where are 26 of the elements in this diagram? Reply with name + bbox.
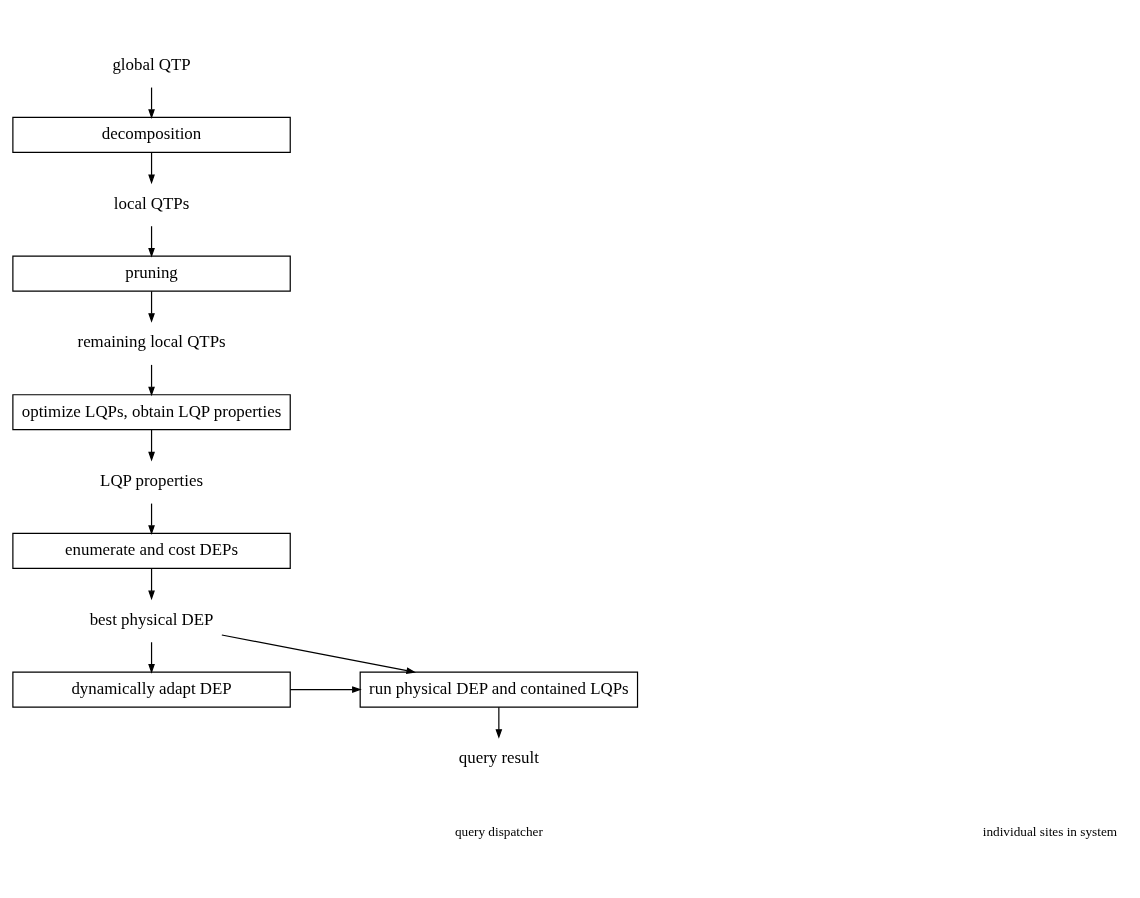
- node-text: remaining local QTPs: [77, 332, 226, 352]
- arrow: [148, 641, 155, 674]
- node-box: dynamically adapt DEP: [12, 671, 291, 708]
- arrow: [148, 502, 155, 535]
- node-text: global QTP: [112, 54, 191, 74]
- node-box: optimize LQPs, obtain LQP properties: [12, 394, 291, 431]
- arrow: [148, 86, 155, 119]
- arrow: [221, 634, 417, 674]
- node-box: pruning: [12, 255, 291, 292]
- arrow: [148, 290, 155, 323]
- arrow: [148, 152, 155, 185]
- node-text: LQP properties: [100, 471, 204, 491]
- arrow: [289, 686, 362, 693]
- node-text: best physical DEP: [89, 609, 214, 629]
- label: individual sites in system: [982, 823, 1118, 839]
- node-box: run physical DEP and contained LQPs: [359, 671, 639, 708]
- arrow: [148, 364, 155, 397]
- node-text: local QTPs: [113, 193, 190, 213]
- arrow: [148, 429, 155, 462]
- node-text: query result: [458, 748, 539, 768]
- node-box: enumerate and cost DEPs: [12, 532, 291, 569]
- arrow: [148, 225, 155, 258]
- node-box: decomposition: [12, 116, 291, 153]
- label: query dispatcher: [454, 823, 543, 839]
- arrow: [148, 568, 155, 601]
- arrow: [495, 706, 503, 739]
